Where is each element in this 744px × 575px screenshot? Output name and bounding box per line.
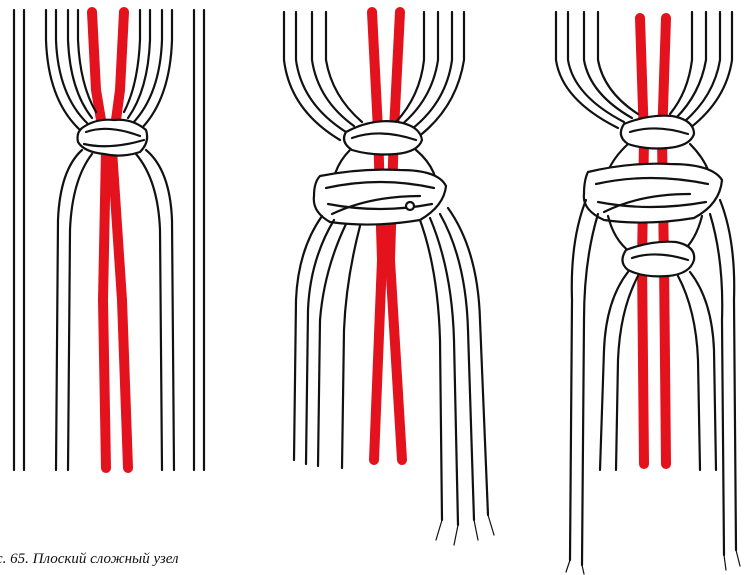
knot-stage-2-panel bbox=[284, 12, 494, 545]
core-cord-left bbox=[92, 12, 106, 468]
core-cord-right bbox=[390, 12, 402, 460]
frayed-ends bbox=[436, 515, 494, 545]
core-cords bbox=[372, 12, 402, 460]
outer-cord-left bbox=[14, 10, 24, 470]
figure-caption: с. 65. Плоский сложный узел bbox=[0, 551, 179, 568]
core-cord-left bbox=[372, 12, 382, 460]
frayed-ends bbox=[566, 550, 740, 574]
working-cords bbox=[46, 10, 174, 470]
knot-stage-1-panel bbox=[14, 10, 204, 470]
core-cord-right bbox=[112, 12, 128, 468]
knot-stage-3-panel bbox=[556, 12, 740, 574]
outer-cord-right bbox=[194, 10, 204, 470]
core-cord-left bbox=[640, 18, 644, 464]
core-cords bbox=[92, 12, 128, 468]
